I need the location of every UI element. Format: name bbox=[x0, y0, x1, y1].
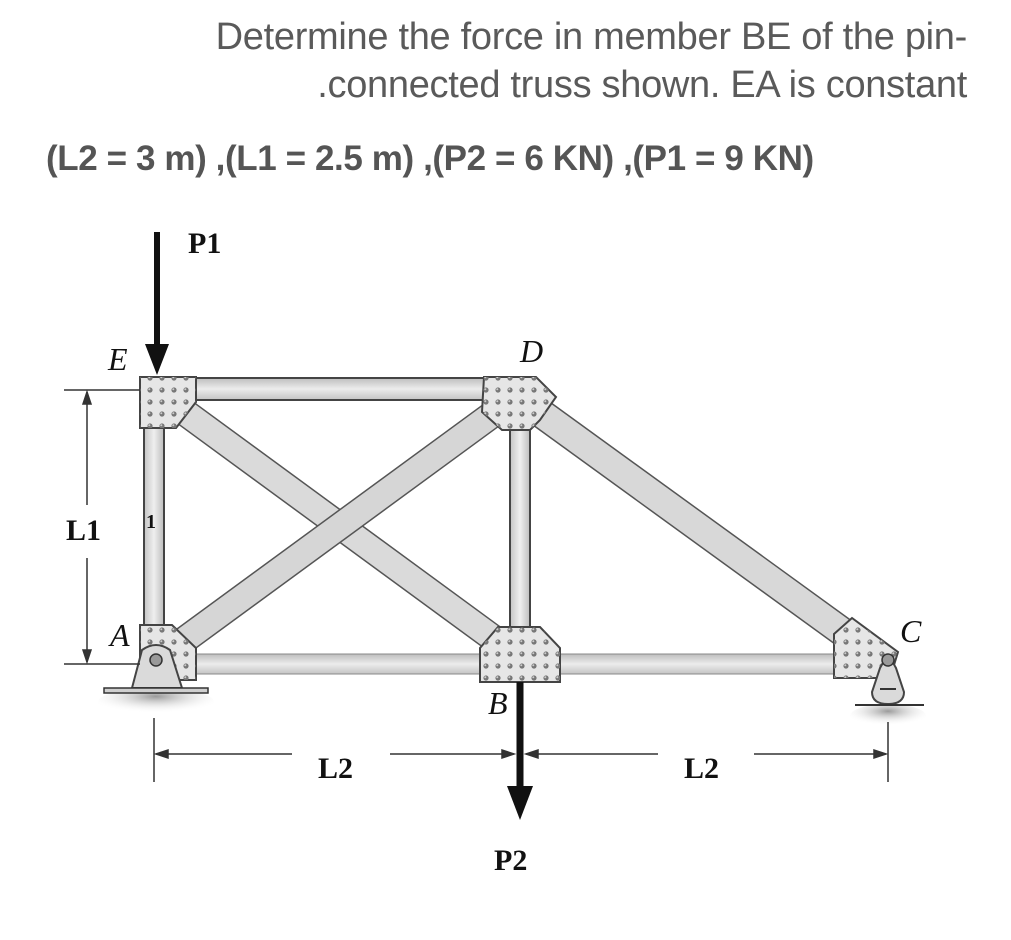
member-ab bbox=[194, 653, 486, 675]
dimension-l1-label: L1 bbox=[66, 514, 101, 547]
load-p1-arrow bbox=[145, 232, 169, 375]
member-db bbox=[509, 424, 531, 636]
dimension-l2-right-label: L2 bbox=[684, 752, 719, 785]
problem-statement-line-1: Determine the force in member BE of the … bbox=[215, 16, 968, 58]
member-ad bbox=[159, 388, 521, 664]
stray-mark: 1 bbox=[146, 511, 156, 533]
member-ed bbox=[179, 377, 491, 401]
problem-statement-line-2: .connected truss shown. EA is constant bbox=[317, 64, 967, 106]
support-a-pin bbox=[98, 644, 214, 716]
support-c-rocker bbox=[850, 653, 926, 728]
load-p1-label: P1 bbox=[188, 227, 221, 260]
member-bc bbox=[559, 653, 839, 675]
given-values: (L2 = 3 m) ,(L1 = 2.5 m) ,(P2 = 6 KN) ,(… bbox=[46, 139, 814, 178]
joint-label-b: B bbox=[488, 685, 508, 721]
dimension-l2-left-label: L2 bbox=[318, 752, 353, 785]
joint-label-d: D bbox=[519, 333, 543, 369]
dimension-l2 bbox=[153, 718, 889, 782]
joint-label-c: C bbox=[900, 613, 922, 649]
dimension-l1 bbox=[64, 389, 140, 665]
gusset-d bbox=[480, 376, 558, 431]
gusset-b bbox=[479, 626, 561, 683]
load-p2-arrow bbox=[507, 682, 533, 820]
gusset-e bbox=[139, 376, 197, 429]
load-p2-label: P2 bbox=[494, 844, 527, 877]
members bbox=[143, 377, 871, 675]
member-dc bbox=[511, 385, 871, 659]
joint-label-a: A bbox=[108, 617, 130, 653]
joint-label-e: E bbox=[107, 341, 128, 377]
